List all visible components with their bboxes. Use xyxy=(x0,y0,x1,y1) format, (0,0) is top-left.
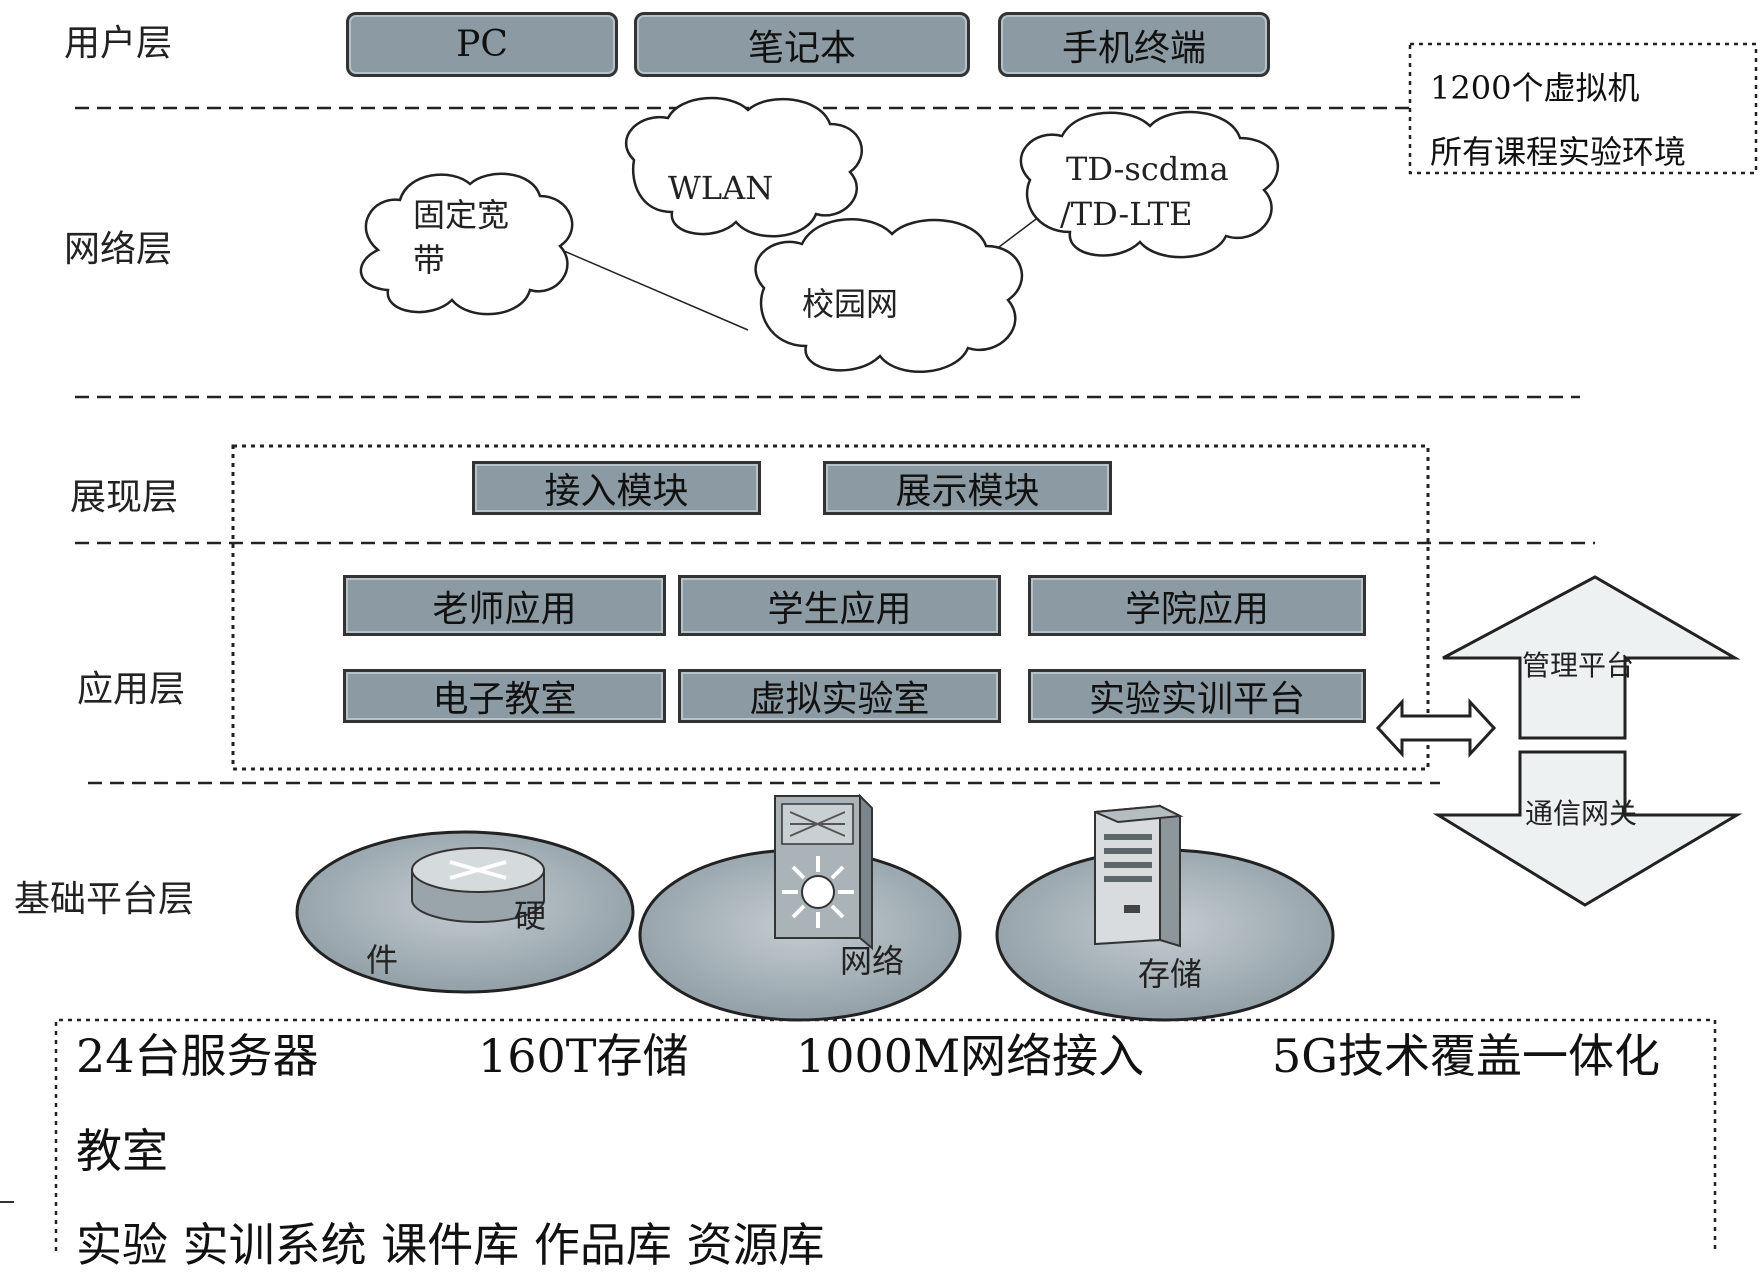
app-virtual-lab: 虚拟实验室 xyxy=(678,669,1001,723)
app-teacher: 老师应用 xyxy=(343,575,666,636)
arrow-label-gateway: 通信网关 xyxy=(1525,797,1638,830)
capacity-servers: 24台服务器 xyxy=(76,1029,319,1083)
cloud-label-td-2: /TD-LTE xyxy=(1060,195,1193,233)
cloud-label-broadband-1: 固定宽 xyxy=(413,196,510,234)
arrow-label-management: 管理平台 xyxy=(1522,649,1635,682)
layer-label-user: 用户层 xyxy=(64,23,173,64)
cloud-label-campus: 校园网 xyxy=(802,285,899,323)
infra-label-hardware-b: 件 xyxy=(366,941,399,979)
module-access: 接入模块 xyxy=(472,461,761,515)
cloud-campus xyxy=(754,218,1024,373)
cloud-broadband xyxy=(359,172,574,316)
connector-broadband-campus xyxy=(556,247,749,331)
layer-label-network: 网络层 xyxy=(64,229,173,270)
capacity-storage: 160T存储 xyxy=(478,1029,689,1083)
switch-icon xyxy=(774,793,873,951)
vm-note-environment: 所有课程实验环境 xyxy=(1430,133,1687,171)
app-student: 学生应用 xyxy=(678,575,1001,636)
cloud-wlan xyxy=(625,96,863,238)
module-display: 展示模块 xyxy=(823,461,1112,515)
presentation-application-frame xyxy=(231,444,1430,771)
management-arrow xyxy=(1442,575,1741,740)
infra-label-network: 网络 xyxy=(840,942,905,980)
layer-label-presentation: 展现层 xyxy=(70,477,179,518)
capacity-classroom: 教室 xyxy=(76,1124,168,1178)
network-clouds xyxy=(359,96,1280,373)
device-pc: PC xyxy=(346,12,618,77)
cloud-label-broadband-2: 带 xyxy=(413,241,446,279)
cloud-label-wlan: WLAN xyxy=(668,169,774,207)
app-e-classroom: 电子教室 xyxy=(343,669,666,723)
router-icon xyxy=(411,847,545,923)
cloud-label-td-1: TD-scdma xyxy=(1066,150,1229,188)
gateway-arrow xyxy=(1432,750,1743,907)
capacity-systems: 实验 实训系统 课件库 作品库 资源库 xyxy=(76,1218,825,1272)
vm-note-frame xyxy=(1408,42,1758,175)
layer-label-infrastructure: 基础平台层 xyxy=(14,879,195,920)
capacity-coverage: 5G技术覆盖一体化 xyxy=(1272,1029,1661,1083)
app-training-platform: 实验实训平台 xyxy=(1028,669,1366,723)
device-laptop: 笔记本 xyxy=(634,12,970,77)
app-college: 学院应用 xyxy=(1028,575,1366,636)
server-icon xyxy=(1094,804,1184,948)
infra-label-hardware-a: 硬 xyxy=(514,897,547,935)
double-arrow-icon xyxy=(1375,698,1497,758)
vm-note-count: 1200个虚拟机 xyxy=(1430,69,1640,107)
device-phone: 手机终端 xyxy=(998,12,1270,77)
layer-label-application: 应用层 xyxy=(77,669,186,710)
cloud-td xyxy=(1019,110,1280,259)
infra-label-storage: 存储 xyxy=(1138,955,1203,993)
capacity-network: 1000M网络接入 xyxy=(796,1029,1145,1083)
